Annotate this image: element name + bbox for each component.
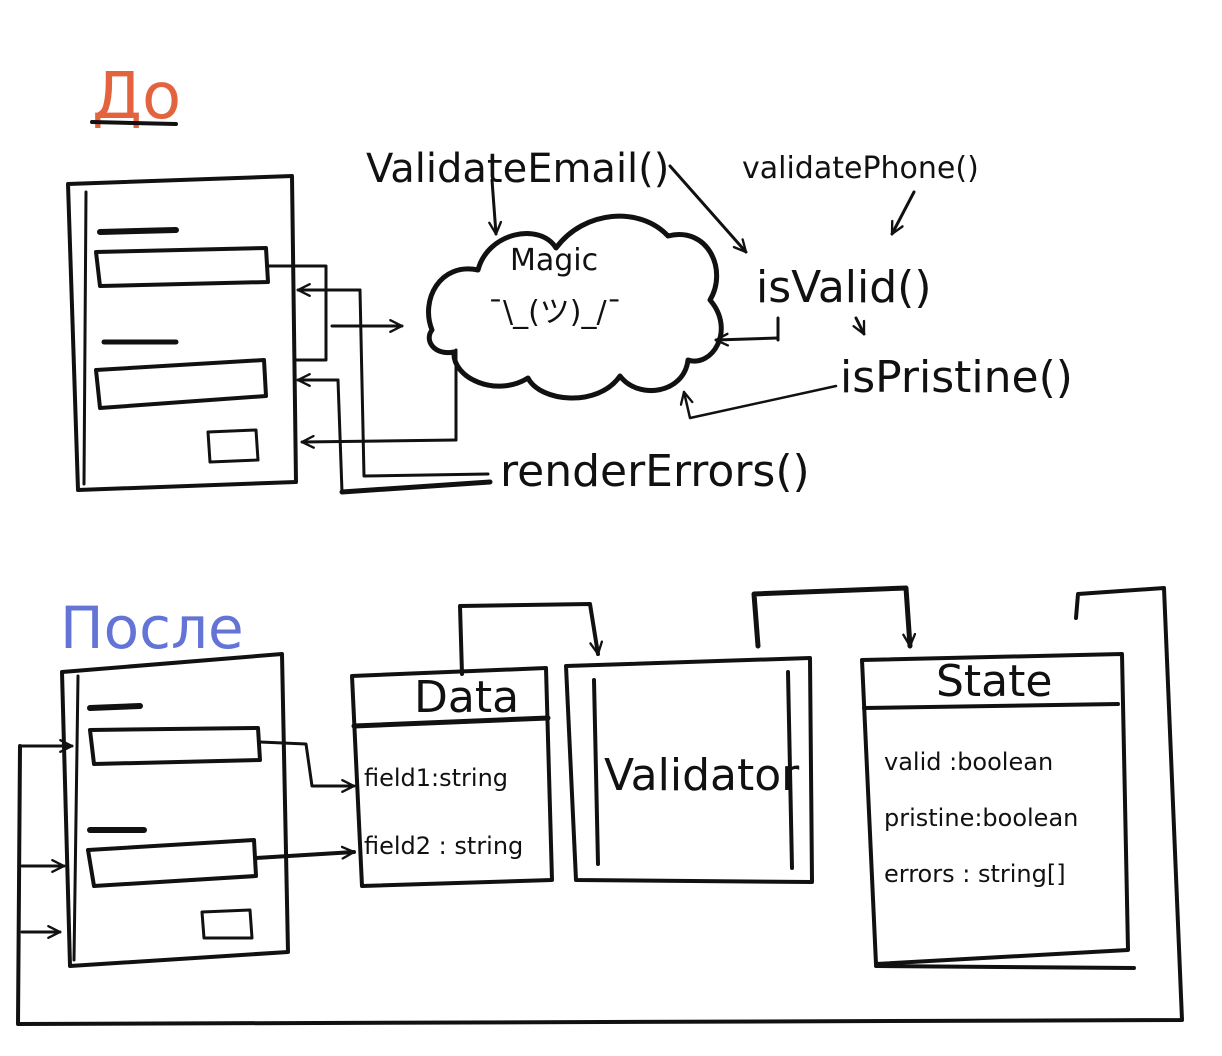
after-title: После [60, 594, 244, 662]
data-field-2: field2 : string [364, 832, 523, 860]
before-form-input-2 [94, 358, 268, 410]
state-box: State valid :boolean pristine:boolean er… [860, 652, 1136, 970]
data-field-1: field1:string [364, 764, 508, 792]
isvalid-to-ispristine-arrow [856, 316, 866, 334]
after-form [60, 652, 290, 968]
data-box-title: Data [414, 672, 519, 723]
magic-cloud [426, 213, 724, 401]
input2-to-field2-arrow [254, 852, 356, 860]
after-form-input-2 [86, 838, 258, 888]
email-to-isvalid-arrow [668, 164, 746, 252]
after-feedback-loop [16, 586, 1184, 1026]
state-field-2: pristine:boolean [884, 804, 1078, 832]
is-valid-label: isValid() [756, 262, 932, 313]
input1-to-field1-arrow [258, 740, 356, 786]
validate-phone-arrow [890, 190, 916, 234]
after-form-submit [200, 908, 254, 940]
render-errors-label: renderErrors() [500, 446, 810, 497]
validator-box-title: Validator [604, 750, 800, 801]
cloud-shrug: ¯\_(ツ)_/¯ [488, 295, 622, 330]
state-field-1: valid :boolean [884, 748, 1053, 776]
before-form-submit [206, 428, 260, 464]
validator-to-state-arrow [751, 585, 910, 649]
before-form [66, 174, 298, 492]
after-form-input-1 [88, 726, 262, 766]
before-connectors [266, 264, 493, 495]
data-box: Data field1:string field2 : string [350, 666, 554, 888]
validator-box: Validator [564, 656, 814, 884]
validate-email-arrow [492, 178, 496, 234]
state-box-title: State [936, 656, 1052, 707]
cloud-label: Magic [510, 243, 598, 278]
validate-phone-label: validatePhone() [742, 151, 979, 186]
ispristine-to-cloud-arrow [684, 384, 838, 420]
validate-email-label: ValidateEmail() [366, 146, 669, 192]
is-pristine-label: isPristine() [840, 352, 1073, 403]
before-form-input-1 [94, 246, 270, 288]
isvalid-to-cloud-arrow [714, 338, 780, 340]
before-title-underline [90, 120, 178, 126]
data-to-validator-arrow [458, 602, 598, 676]
state-field-3: errors : string[] [884, 860, 1066, 888]
